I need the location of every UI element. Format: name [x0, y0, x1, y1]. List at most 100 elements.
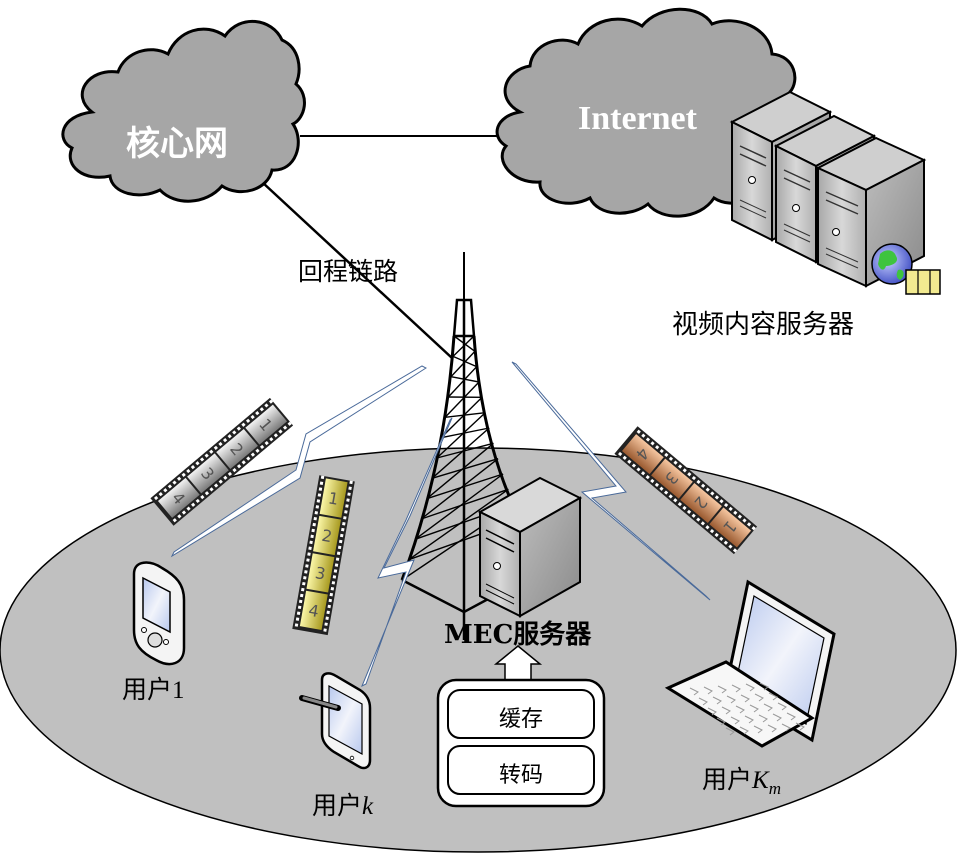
film-sprocket-hole: [673, 498, 678, 503]
tower-lattice-strut: [420, 488, 509, 520]
laptop-key: [730, 716, 740, 725]
film-sprocket-hole: [677, 502, 682, 507]
film-sprocket-hole: [329, 592, 334, 597]
laptop-key: [735, 705, 745, 714]
film-sprocket-hole: [732, 548, 738, 553]
film-sprocket-hole: [645, 437, 651, 442]
film-sprocket-hole: [742, 518, 747, 523]
tower-lattice-strut: [450, 350, 476, 378]
film-sprocket-hole: [618, 451, 623, 457]
laptop-key: [739, 726, 749, 735]
film-sprocket-hole: [705, 487, 710, 492]
film-sprocket-hole: [259, 407, 264, 412]
film-sprocket-hole: [627, 459, 632, 464]
laptop-key: [767, 724, 777, 733]
film-sprocket-hole: [341, 527, 345, 532]
film-sprocket-hole: [324, 622, 328, 626]
film-sprocket-hole: [299, 593, 304, 598]
film-sprocket-hole: [325, 616, 329, 621]
tower-lattice-strut: [426, 442, 494, 500]
film-sprocket-hole: [682, 505, 687, 511]
film-sprocket-hole: [335, 557, 340, 561]
film-frame-number: 4: [307, 601, 320, 621]
transcode-label: 转码: [498, 763, 543, 788]
internet-label: Internet: [578, 100, 697, 137]
film-sprocket-hole: [709, 529, 715, 534]
film-sprocket-hole: [303, 576, 307, 580]
laptop-key: [768, 692, 778, 701]
film-sprocket-hole: [306, 558, 310, 562]
film-sprocket-hole: [232, 430, 237, 435]
backhaul-label: 回程链路: [298, 257, 399, 286]
film-sprocket-hole: [327, 604, 331, 609]
film-sprocket-hole: [751, 526, 756, 531]
film-sprocket-hole: [710, 491, 715, 496]
user-1-index: 1: [172, 677, 185, 704]
film-sprocket-hole: [348, 486, 352, 491]
tablet-icon: [299, 672, 372, 770]
user-k-index: k: [362, 793, 374, 820]
film-sprocket-hole: [343, 516, 347, 520]
film-sprocket-hole: [696, 517, 701, 522]
film-sprocket-hole: [222, 438, 228, 443]
laptop-key: [740, 694, 750, 703]
film-sprocket-hole: [746, 522, 752, 527]
laptop-key: [754, 693, 764, 702]
user-k-label: 用户k: [312, 786, 373, 822]
film-sprocket-hole: [344, 510, 348, 514]
film-frame: [187, 453, 229, 494]
film-sprocket-hole: [328, 598, 333, 603]
film-sprocket-hole: [664, 452, 669, 458]
laptop-key: [712, 696, 722, 705]
film-sprocket-hole: [287, 421, 292, 426]
film-sprocket-hole: [728, 506, 733, 512]
film-frame: [621, 434, 664, 475]
core-network-label: 核心网: [126, 124, 228, 164]
tower-lattice-strut: [408, 488, 509, 561]
film-sprocket-hole: [298, 599, 303, 604]
laptop-key: [749, 704, 759, 713]
film-frame: [306, 553, 335, 593]
film-sprocket-hole: [268, 399, 274, 404]
film-sprocket-hole: [701, 483, 706, 488]
film-frame: [245, 404, 288, 445]
film-sprocket-hole: [255, 411, 260, 416]
film-sprocket-hole: [246, 456, 251, 461]
film-sprocket-hole: [640, 471, 646, 476]
laptop-key: [763, 703, 773, 712]
film-frame: [299, 590, 328, 630]
film-sprocket-hole: [346, 498, 350, 502]
film-sprocket-hole: [314, 511, 319, 515]
user-Km-label: 用户Km: [702, 760, 781, 799]
film-sprocket-hole: [645, 475, 650, 480]
film-sprocket-hole: [349, 480, 353, 485]
film-sprocket-hole: [237, 464, 242, 469]
film-sprocket-hole: [319, 481, 324, 485]
transcode-function-box: [447, 745, 595, 795]
film-sprocket-hole: [345, 504, 349, 508]
film-sprocket-hole: [218, 479, 223, 484]
laptop-key: [781, 723, 791, 732]
mec-up-arrow: [493, 645, 543, 681]
cache-function-box: [447, 689, 595, 739]
film-sprocket-hole: [705, 525, 710, 530]
laptop-key: [795, 722, 805, 731]
film-sprocket-hole: [177, 514, 182, 519]
film-sprocket-hole: [305, 564, 309, 568]
film-frame: [709, 507, 752, 548]
film-sprocket-hole: [154, 495, 159, 501]
laptop-key: [726, 695, 736, 704]
film-sprocket-hole: [336, 551, 341, 556]
laptop-key: [777, 702, 787, 711]
film-sprocket-hole: [317, 493, 322, 497]
core-network-cloud: [61, 20, 306, 203]
film-sprocket-hole: [338, 539, 343, 544]
film-frame-number: 1: [327, 488, 340, 508]
laptop-key: [707, 707, 717, 716]
film-sprocket-hole: [686, 509, 692, 514]
tower-lattice-strut: [441, 427, 490, 439]
film-sprocket-hole: [332, 575, 337, 579]
film-sprocket-hole: [302, 581, 306, 586]
film-sprocket-hole: [723, 502, 729, 508]
film-sprocket-hole: [719, 536, 724, 541]
